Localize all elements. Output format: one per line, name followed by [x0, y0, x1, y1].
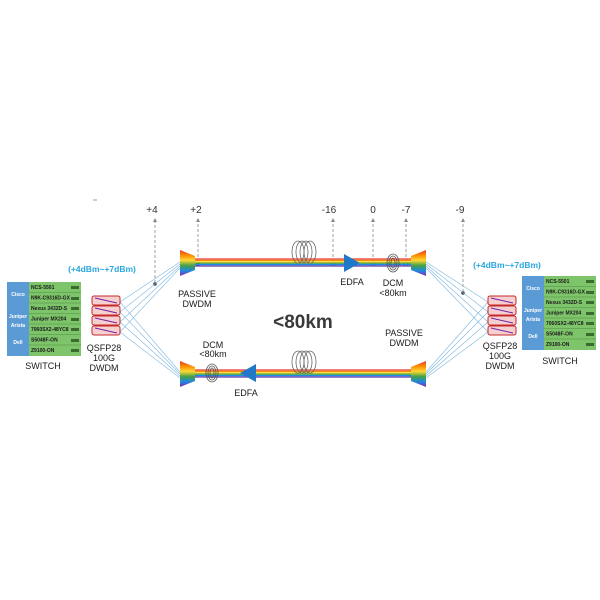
switch-row: 7060SX2-48YC8	[31, 327, 69, 333]
mux-bottom-right-icon	[411, 361, 426, 387]
power-level-b: +2	[190, 205, 202, 216]
qsfp-left-icon	[91, 295, 121, 336]
switch-left: Cisco Juniper Arista Dell NCS-5501 N9K-C…	[7, 282, 81, 356]
switch-row: NCS-5501	[31, 285, 55, 291]
switch-row: S5048F-ON	[31, 338, 58, 344]
switch-row: NCS-5501	[546, 279, 570, 285]
passive-dwdm-right-label: PASSIVE	[385, 328, 423, 338]
qsfp-right-label: QSFP28	[483, 341, 518, 351]
fanout-right	[425, 261, 489, 379]
distance-label: <80km	[273, 312, 333, 333]
power-level-c: -16	[322, 205, 337, 216]
power-range-left: (+4dBm~+7dBm)	[68, 264, 136, 274]
switch-right: Cisco Juniper Arista Dell NCS-5501 N9K-C…	[522, 276, 596, 350]
power-leaders	[153, 218, 465, 292]
fiber-bottom	[195, 369, 412, 378]
vendor-label: Juniper	[524, 308, 542, 314]
power-level-e: -7	[402, 205, 411, 216]
dcm-top-distance: <80km	[379, 288, 406, 298]
fiber-spool-top-icon	[291, 240, 317, 264]
switch-left-label: SWITCH	[25, 361, 61, 371]
mux-bottom-left-icon	[180, 361, 195, 387]
switch-row: Juniper MX204	[31, 317, 67, 323]
vendor-label: Juniper	[9, 314, 27, 320]
edfa-top-icon	[344, 254, 360, 272]
fiber-top	[195, 258, 412, 267]
power-range-right: (+4dBm~+7dBm)	[473, 260, 541, 270]
switch-row: Juniper MX204	[546, 311, 582, 317]
vendor-label: Arista	[11, 323, 25, 329]
power-level-a: +4	[146, 205, 158, 216]
passive-dwdm-right-sub: DWDM	[390, 338, 419, 348]
edfa-bottom-label: EDFA	[234, 388, 258, 398]
switch-row: 7060SX2-48YC8	[546, 321, 584, 327]
fanout-left	[119, 261, 181, 379]
dcm-bottom-icon	[205, 363, 219, 383]
switch-row: N9K-C9316D-GX	[546, 290, 586, 296]
mux-top-right-icon	[411, 250, 426, 276]
power-level-f: -9	[456, 205, 465, 216]
vendor-label: Arista	[526, 317, 540, 323]
edfa-bottom-icon	[240, 364, 256, 382]
passive-dwdm-left-sub: DWDM	[183, 299, 212, 309]
vendor-label: Dell	[13, 340, 23, 346]
dcm-bottom-label: DCM	[203, 340, 224, 350]
qsfp-left-type: DWDM	[90, 363, 119, 373]
dcm-top-label: DCM	[383, 278, 404, 288]
vendor-label: Cisco	[11, 292, 25, 298]
switch-row: S5048F-ON	[546, 332, 573, 338]
switch-row: Z9100-ON	[546, 342, 570, 348]
qsfp-right-speed: 100G	[489, 351, 511, 361]
dcm-bottom-distance: <80km	[199, 349, 226, 359]
passive-dwdm-left-label: PASSIVE	[178, 289, 216, 299]
edfa-top-label: EDFA	[340, 277, 364, 287]
switch-row: Nexus 3432D-S	[546, 300, 583, 306]
qsfp-left-label: QSFP28	[87, 343, 122, 353]
power-level-d: 0	[370, 205, 376, 216]
dcm-top-icon	[386, 253, 400, 273]
qsfp-right-icon	[487, 295, 517, 336]
qsfp-right-type: DWDM	[486, 361, 515, 371]
mux-top-left-icon	[180, 250, 195, 276]
switch-row: N9K-C9316D-GX	[31, 296, 71, 302]
switch-row: Nexus 3432D-S	[31, 306, 68, 312]
fiber-spool-bottom-icon	[291, 350, 317, 374]
vendor-label: Cisco	[526, 286, 540, 292]
qsfp-left-speed: 100G	[93, 353, 115, 363]
switch-right-label: SWITCH	[542, 356, 578, 366]
vendor-label: Dell	[528, 334, 538, 340]
switch-row: Z9100-ON	[31, 348, 55, 354]
